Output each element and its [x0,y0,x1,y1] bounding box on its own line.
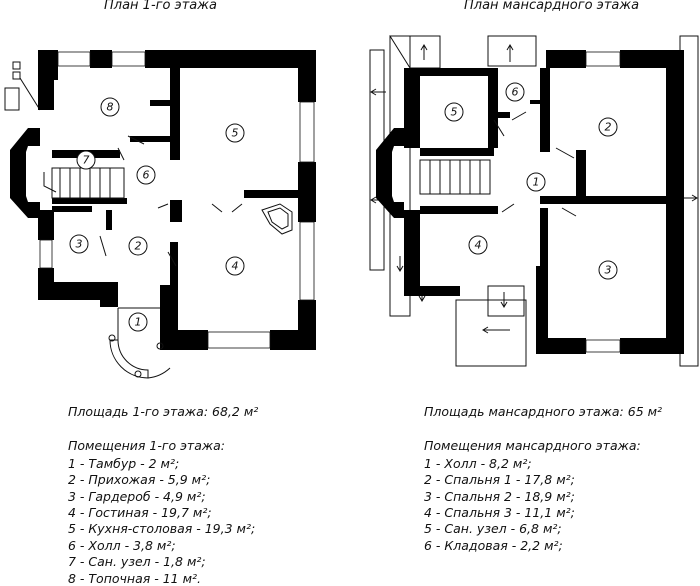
chimney-mark [12,61,21,70]
plan1-room-item: 1 - Тамбур - 2 м²; [68,455,180,471]
plan2-drawing: 5 6 2 1 4 3 [369,35,699,367]
plan2-legend: Площадь мансардного этажа: 65 м² Помещен… [424,404,696,554]
plan1-room-6-label: 6 [143,169,150,182]
plan1-room-item: 8 - Топочная - 11 м². [68,570,202,586]
plan1-room-1-label: 1 [135,316,142,329]
plan1-room-item: 6 - Холл - 3,8 м²; [68,537,176,553]
plan2-room-6-label: 6 [512,86,519,99]
plan2-room-4-label: 4 [475,239,482,252]
plans-drawing: План 1-го этажа План мансардного этажа [4,0,699,379]
plan2-room-item: 3 - Спальня 2 - 18,9 м²; [424,488,575,504]
plan1-room-2-label: 2 [135,240,142,253]
plan1-room-item: 2 - Прихожая - 5,9 м²; [68,472,211,488]
plan2-room-item: 4 - Спальня 3 - 11,1 м²; [424,505,575,521]
plan1-porch [108,307,171,379]
plan2-room-2-label: 2 [605,121,612,134]
plan1-room-item: 4 - Гостиная - 19,7 м²; [68,505,212,521]
plan1-room-4-label: 4 [232,260,239,273]
plan1-room-7-label: 7 [83,154,90,167]
plan2-room-item: 1 - Холл - 8,2 м²; [424,455,532,471]
plan1-legend: Площадь 1-го этажа: 68,2 м² Помещения 1-… [68,404,368,586]
plan1-room-item: 7 - Сан. узел - 1,8 м²; [68,554,206,570]
plan1-title: План 1-го этажа [104,0,217,13]
plan1-rooms-title: Помещения 1-го этажа: [68,438,226,454]
boiler-box [4,87,20,111]
plan1-drawing: 8 5 7 6 2 3 4 1 [4,50,316,379]
plan2-area: Площадь мансардного этажа: 65 м² [424,404,663,419]
plan2-room-1-label: 1 [533,176,540,189]
plan2-room-item: 2 - Спальня 1 - 17,8 м²; [424,472,575,488]
plan2-room-3-label: 3 [605,264,612,277]
plan2-rooms-title: Помещения мансардного этажа: [424,438,641,454]
plan2-room-5-label: 5 [451,106,458,119]
plan2-room-item: 5 - Сан. узел - 6,8 м²; [424,521,562,537]
plan1-stairs [43,167,125,199]
plan2-title: План мансардного этажа [464,0,639,13]
plan2-stairs [419,159,491,195]
plan1-room-8-label: 8 [107,101,114,114]
plan1-room-item: 5 - Кухня-столовая - 19,3 м²; [68,521,256,537]
plan1-room-3-label: 3 [76,238,83,251]
fireplace [261,203,293,235]
plan1-area: Площадь 1-го этажа: 68,2 м² [68,404,259,419]
plan2-room-item: 6 - Кладовая - 2,2 м²; [424,537,563,553]
plan1-room-5-label: 5 [232,127,239,140]
plan1-room-item: 3 - Гардероб - 4,9 м²; [68,488,206,504]
chimney-mark-2 [12,71,21,80]
